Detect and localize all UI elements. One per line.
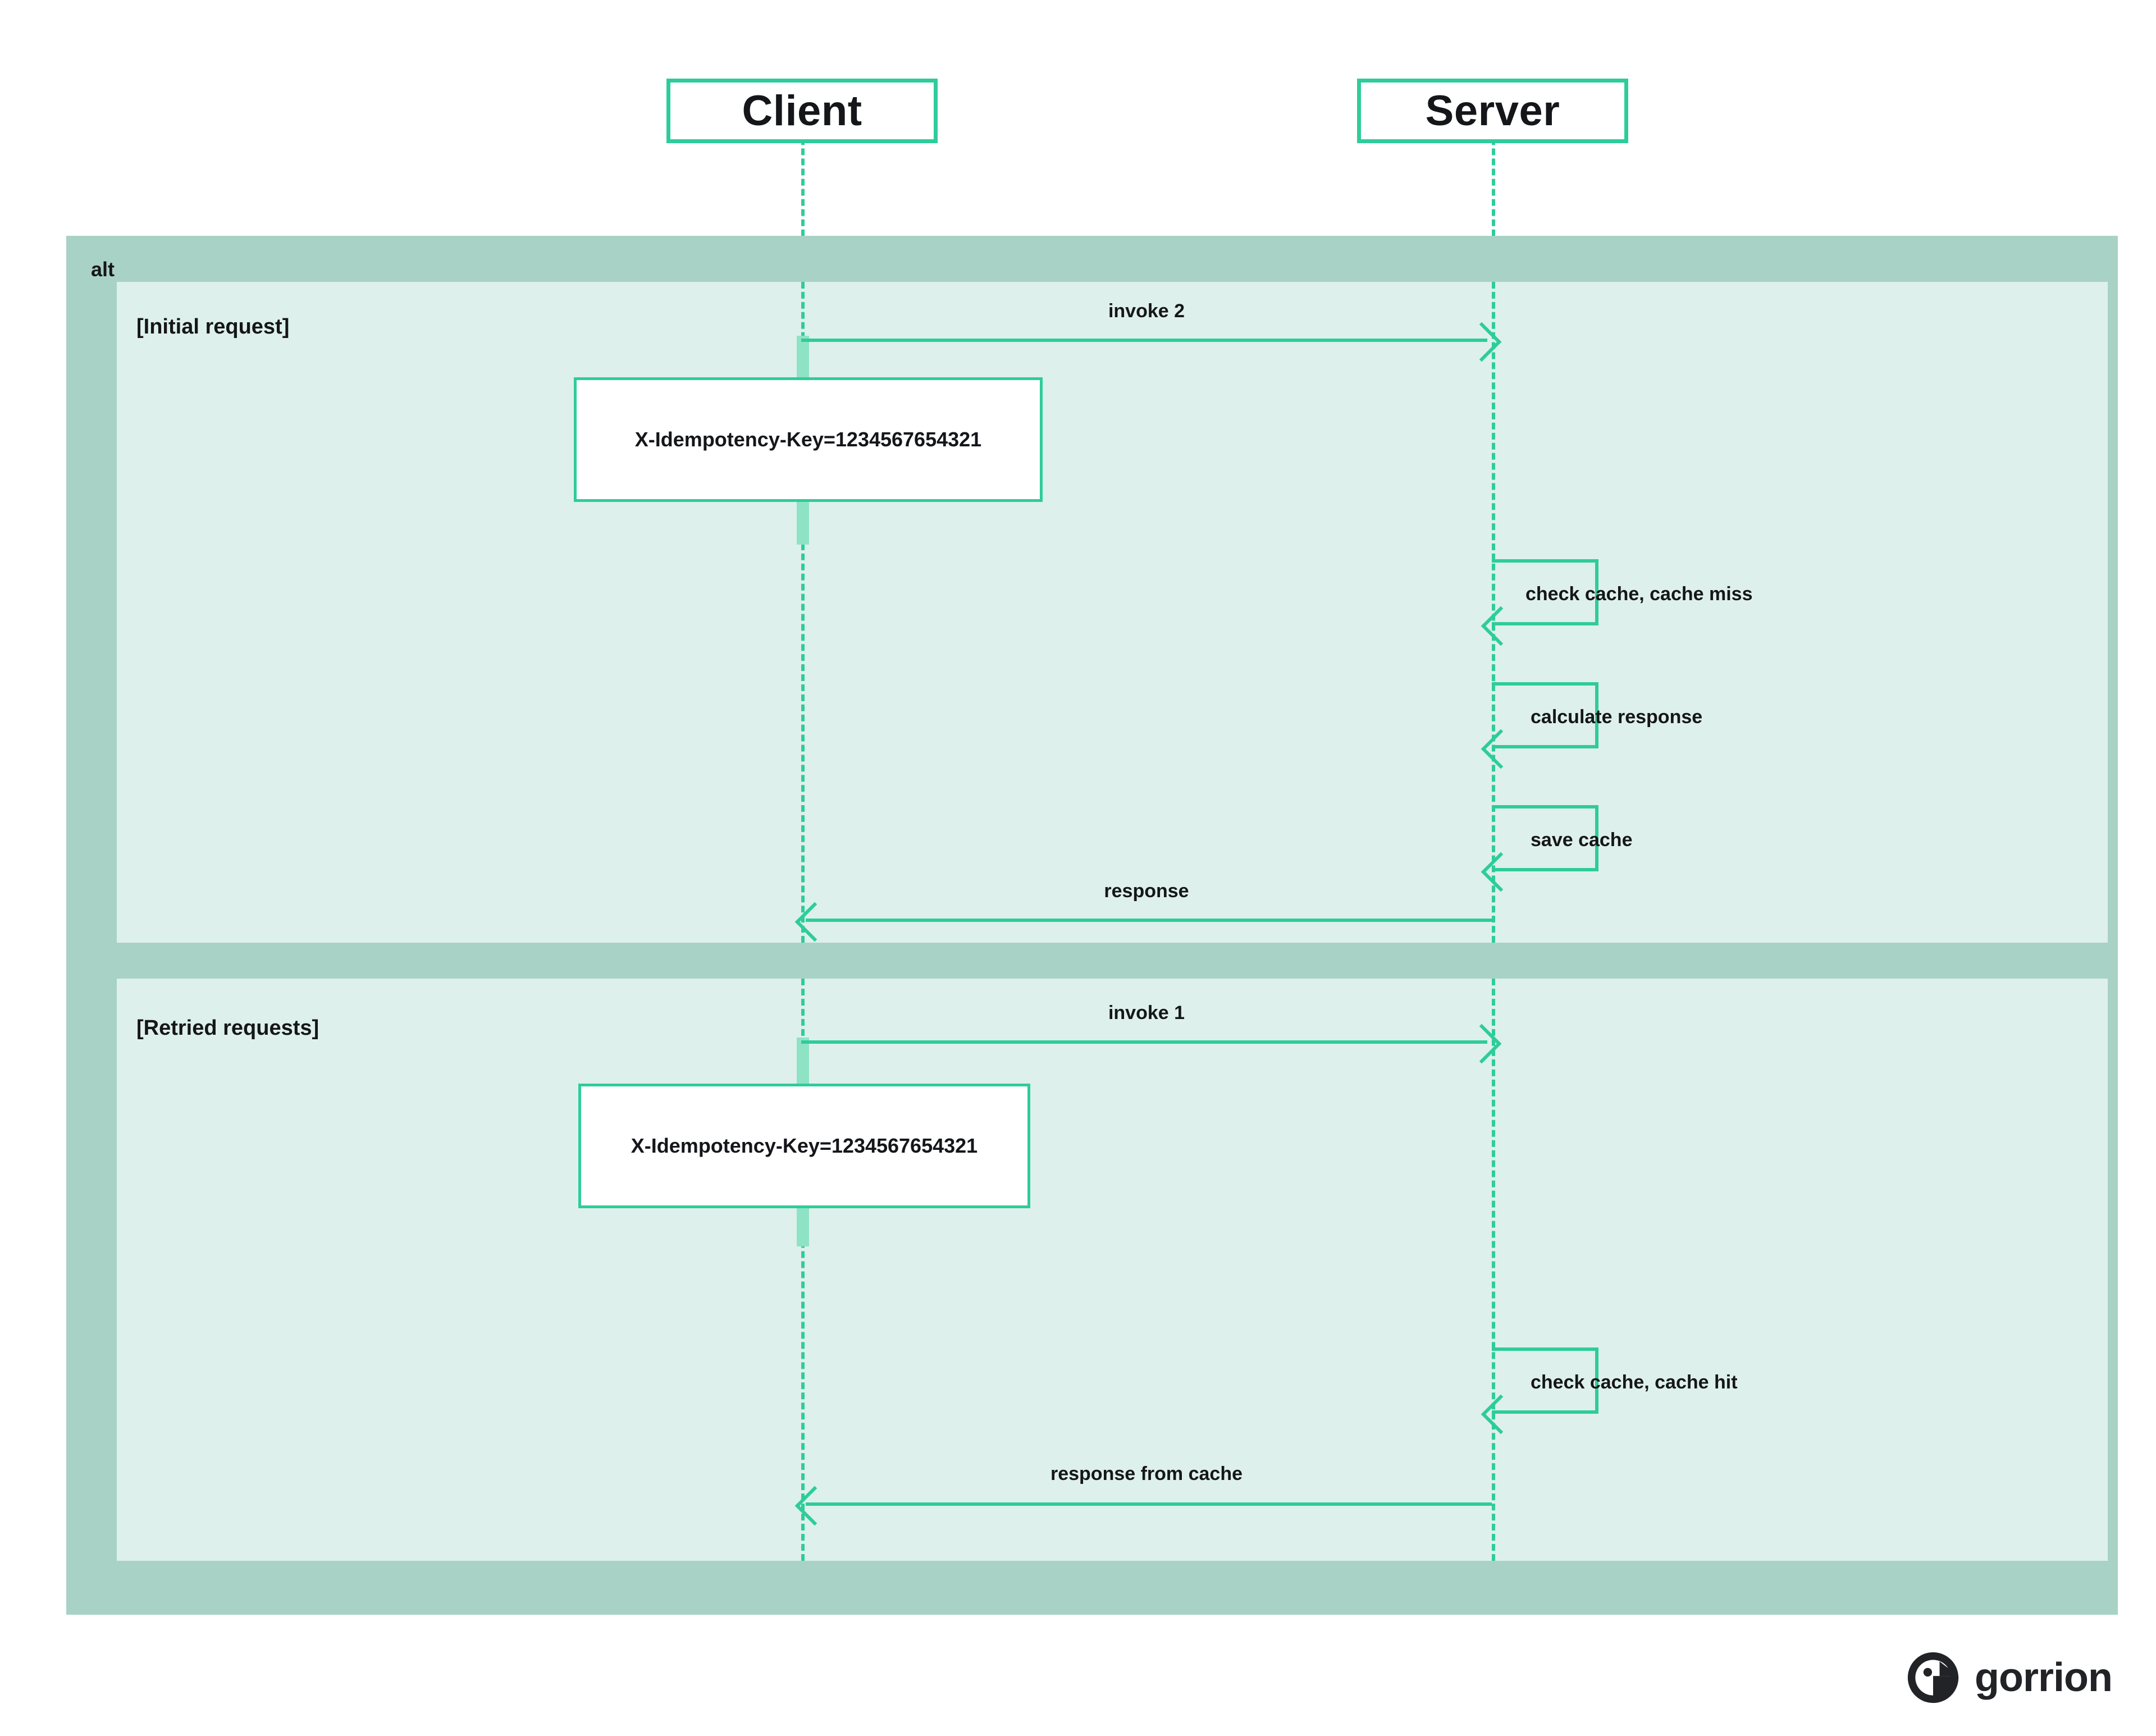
alt-operator-label: alt — [91, 258, 115, 281]
message-label-response-from-cache: response from cache — [1050, 1463, 1243, 1484]
self-call-right-check-cache-miss — [1595, 559, 1598, 625]
self-call-bottom-check-cache-miss — [1492, 622, 1598, 625]
self-call-right-calculate-response — [1595, 682, 1598, 748]
alt-panel-initial — [117, 282, 2108, 943]
note-idempotency-key-retried: X-Idempotency-Key=1234567654321 — [578, 1084, 1030, 1208]
gorrion-logo: gorrion — [1906, 1651, 2113, 1705]
lifeline-client-segment-retried — [801, 979, 805, 1561]
self-call-label-check-cache-hit: check cache, cache hit — [1531, 1372, 1738, 1393]
self-call-label-save-cache: save cache — [1531, 829, 1633, 851]
message-label-response: response — [1104, 880, 1189, 902]
self-call-right-check-cache-hit — [1595, 1347, 1598, 1414]
participant-label-client: Client — [742, 86, 862, 135]
message-line-response-from-cache — [806, 1502, 1492, 1506]
message-line-response — [806, 919, 1492, 922]
self-call-top-save-cache — [1492, 805, 1598, 808]
self-call-top-check-cache-hit — [1492, 1347, 1598, 1351]
message-label-invoke-2: invoke 2 — [1108, 300, 1185, 322]
note-text: X-Idempotency-Key=1234567654321 — [631, 1134, 978, 1157]
message-line-invoke-1 — [801, 1040, 1487, 1044]
self-call-label-check-cache-miss: check cache, cache miss — [1525, 583, 1753, 605]
panel-label-initial: [Initial request] — [136, 315, 290, 339]
self-call-bottom-save-cache — [1492, 868, 1598, 871]
self-call-top-check-cache-miss — [1492, 559, 1598, 563]
self-call-label-calculate-response: calculate response — [1531, 706, 1703, 728]
message-line-invoke-2 — [801, 339, 1487, 342]
note-text: X-Idempotency-Key=1234567654321 — [634, 428, 982, 451]
lifeline-server-segment-retried — [1492, 979, 1495, 1561]
lifeline-server-segment-initial — [1492, 282, 1495, 943]
self-call-bottom-calculate-response — [1492, 745, 1598, 748]
self-call-top-calculate-response — [1492, 682, 1598, 686]
lifeline-client-segment-initial — [801, 282, 805, 943]
self-call-right-save-cache — [1595, 805, 1598, 871]
participant-box-server[interactable]: Server — [1357, 79, 1628, 143]
message-label-invoke-1: invoke 1 — [1108, 1002, 1185, 1024]
note-idempotency-key-initial: X-Idempotency-Key=1234567654321 — [574, 377, 1043, 502]
alt-panel-retried — [117, 979, 2108, 1561]
panel-label-retried: [Retried requests] — [136, 1016, 319, 1040]
participant-box-client[interactable]: Client — [666, 79, 938, 143]
gorrion-wordmark: gorrion — [1975, 1655, 2113, 1700]
gorrion-bird-icon — [1907, 1652, 1959, 1703]
participant-label-server: Server — [1425, 86, 1560, 135]
self-call-bottom-check-cache-hit — [1492, 1410, 1598, 1414]
